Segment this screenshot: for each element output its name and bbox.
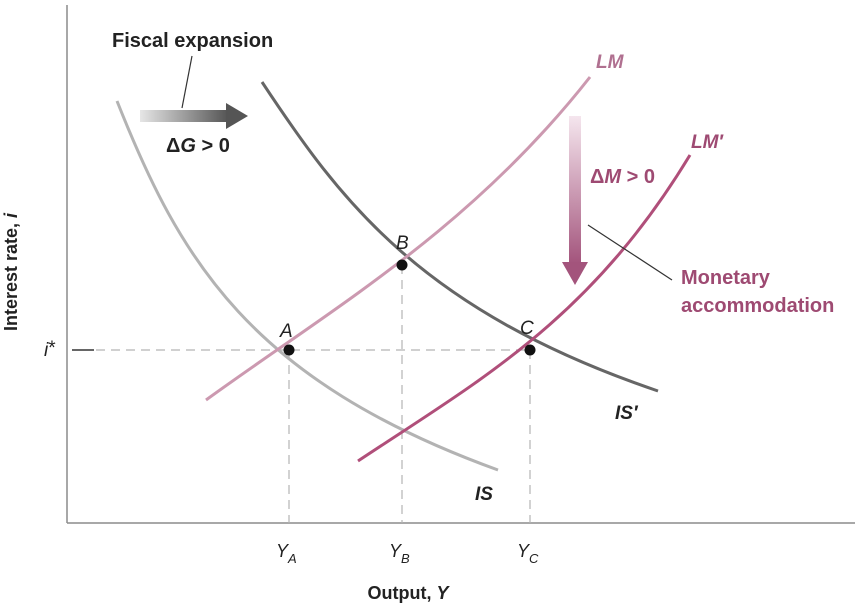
lm-prime-curve <box>357 154 692 463</box>
point-c-dot <box>524 344 536 356</box>
is-prime-label: IS′ <box>615 403 639 424</box>
delta-g-arrow-shaft <box>140 110 228 122</box>
point-a-dot <box>283 344 295 356</box>
fiscal-leader-line <box>181 55 193 109</box>
delta-g-label: ΔG > 0 <box>166 135 230 157</box>
lm-prime-label: LM′ <box>691 132 724 153</box>
fiscal-expansion-label: Fiscal expansion <box>112 30 273 52</box>
delta-m-arrow-head <box>562 262 588 285</box>
ya-tick-label: YA <box>276 541 297 566</box>
delta-m-arrow-shaft <box>569 116 581 264</box>
y-axis-label: Interest rate, i <box>1 212 21 331</box>
monetary-label-line1: Monetary <box>681 267 771 289</box>
point-a-label: A <box>279 321 293 342</box>
monetary-label-line2: accommodation <box>681 295 834 317</box>
yc-tick-label: YC <box>517 541 539 566</box>
is-prime-curve <box>260 81 659 393</box>
monetary-leader-line <box>587 224 673 281</box>
x-axis-label: Output, Y <box>368 583 451 603</box>
delta-m-label: ΔM > 0 <box>590 166 655 188</box>
i-star-label: i* <box>44 338 56 361</box>
delta-g-arrow-head <box>226 103 248 129</box>
yb-tick-label: YB <box>389 541 410 566</box>
point-b-label: B <box>396 233 409 254</box>
point-b-dot <box>396 259 408 271</box>
lm-label: LM <box>596 52 625 73</box>
is-label: IS <box>475 484 493 505</box>
point-c-label: C <box>520 318 534 339</box>
